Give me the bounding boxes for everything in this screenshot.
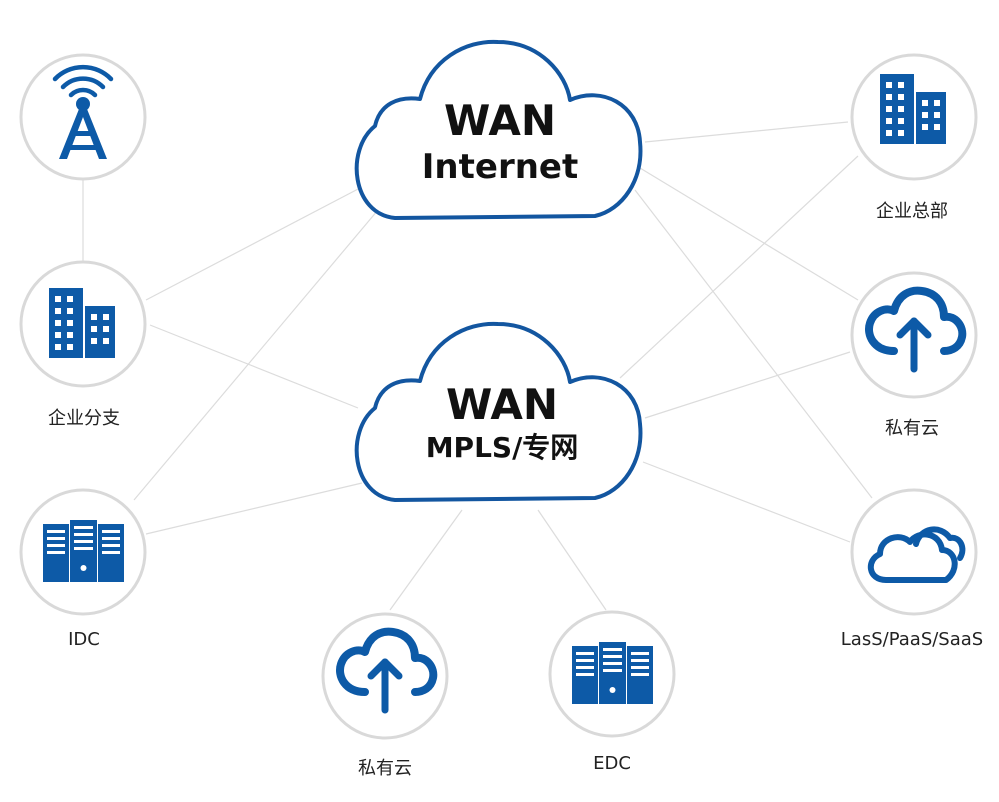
signal-tower-icon bbox=[52, 64, 114, 159]
idc-label: IDC bbox=[68, 629, 100, 650]
internet-cloud-subtitle: Internet bbox=[421, 147, 579, 187]
idc-server-icon bbox=[43, 520, 124, 582]
public-cloud-icon bbox=[868, 526, 966, 583]
mpls-cloud-subtitle: MPLS/专网 bbox=[425, 431, 579, 464]
connector-mpls-publiccloud bbox=[642, 461, 851, 543]
connector-mpls-idc bbox=[145, 482, 363, 535]
connector-mpls-privatecloud-bottom bbox=[389, 509, 463, 611]
connector-internet-publiccloud bbox=[634, 189, 873, 499]
connector-internet-hq bbox=[644, 121, 849, 143]
connector-mpls-privatecloud bbox=[644, 351, 851, 419]
internet-cloud-title: WAN bbox=[443, 96, 557, 145]
connector-mpls-branch bbox=[149, 324, 359, 409]
connector-internet-privatecloud bbox=[639, 167, 859, 301]
mpls-cloud-title: WAN bbox=[445, 380, 559, 429]
connector-internet-idc bbox=[133, 209, 379, 501]
internet-cloud-shape bbox=[354, 39, 643, 220]
connector-internet-branch bbox=[145, 187, 361, 301]
private-cloud-bottom-label: 私有云 bbox=[358, 758, 412, 779]
hq-label: 企业总部 bbox=[876, 201, 948, 222]
public-cloud-node-circle bbox=[850, 488, 978, 616]
public-cloud-label: LasS/PaaS/SaaS bbox=[840, 629, 984, 650]
edc-label: EDC bbox=[593, 753, 631, 774]
connector-mpls-hq bbox=[619, 155, 859, 379]
connector-mpls-edc bbox=[537, 509, 607, 611]
mpls-cloud-shape bbox=[354, 321, 643, 502]
branch-label: 企业分支 bbox=[48, 408, 120, 429]
edc-server-icon bbox=[572, 642, 653, 704]
private-cloud-right-label: 私有云 bbox=[885, 418, 939, 439]
